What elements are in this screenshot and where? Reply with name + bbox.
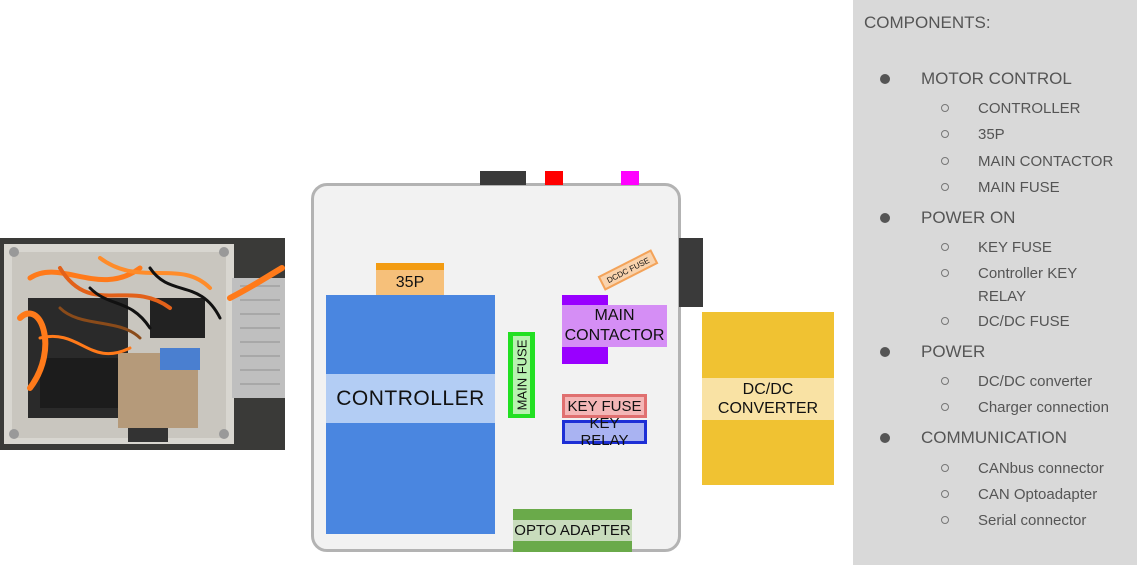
dcdc-converter-label: DC/DC CONVERTER xyxy=(702,378,834,420)
list-item: DC/DC FUSE xyxy=(978,313,1070,330)
list-item: CONTROLLER xyxy=(978,100,1081,117)
main-contactor-label-line2: CONTACTOR xyxy=(564,327,665,344)
group-power: POWER xyxy=(921,342,986,361)
group-communication: COMMUNICATION xyxy=(921,428,1068,447)
list-item: CANbus connector xyxy=(978,460,1104,477)
circle-bullet-icon xyxy=(941,377,949,385)
panel-title: COMPONENTS: xyxy=(864,13,991,32)
bullet-icon xyxy=(880,74,890,84)
list-item: 35P xyxy=(978,126,1005,143)
circle-bullet-icon xyxy=(941,130,949,138)
list-item: Charger connection xyxy=(978,399,1109,416)
circle-bullet-icon xyxy=(941,317,949,325)
main-fuse-inner: MAIN FUSE xyxy=(513,336,530,414)
dcdc-converter-label-line2: CONVERTER xyxy=(717,400,819,417)
opto-adapter-label: OPTO ADAPTER xyxy=(513,520,632,541)
group-motor-control: MOTOR CONTROL xyxy=(921,69,1072,88)
circle-bullet-icon xyxy=(941,243,949,251)
port-dark-right xyxy=(679,238,703,307)
main-fuse-label: MAIN FUSE xyxy=(514,339,529,411)
bullet-icon xyxy=(880,433,890,443)
main-contactor-block: MAIN CONTACTOR xyxy=(562,305,667,347)
key-relay-label: KEY RELAY xyxy=(562,415,647,449)
enclosure-photo xyxy=(0,238,285,450)
dcdc-converter-label-line1: DC/DC xyxy=(742,381,794,398)
port-red-top xyxy=(545,171,563,185)
main-contactor-label-line1: MAIN xyxy=(594,307,635,324)
port-magenta-top xyxy=(621,171,639,185)
controller-label: CONTROLLER xyxy=(326,374,495,423)
list-item: MAIN CONTACTOR xyxy=(978,153,1114,170)
bullet-icon xyxy=(880,213,890,223)
main-contactor-terminal-top xyxy=(562,295,608,305)
circle-bullet-icon xyxy=(941,157,949,165)
circle-bullet-icon xyxy=(941,516,949,524)
circle-bullet-icon xyxy=(941,269,949,277)
list-item: DC/DC converter xyxy=(978,373,1093,390)
circle-bullet-icon xyxy=(941,104,949,112)
connector-35p: 35P xyxy=(376,263,444,296)
connector-35p-label: 35P xyxy=(395,274,425,291)
enclosure-photo-graphic xyxy=(0,238,285,450)
list-item: Controller KEY RELAY xyxy=(978,265,1077,305)
circle-bullet-icon xyxy=(941,183,949,191)
bullet-icon xyxy=(880,347,890,357)
components-panel: COMPONENTS: MOTOR CONTROL CONTROLLER 35P… xyxy=(853,0,1137,565)
circle-bullet-icon xyxy=(941,490,949,498)
list-item: Serial connector xyxy=(978,512,1087,529)
list-item: MAIN FUSE xyxy=(978,179,1060,196)
key-fuse-label: KEY FUSE xyxy=(562,394,647,418)
port-dark-top xyxy=(480,171,526,185)
group-power-on: POWER ON xyxy=(921,208,1016,227)
circle-bullet-icon xyxy=(941,464,949,472)
main-contactor-terminal-bottom xyxy=(562,347,608,364)
circle-bullet-icon xyxy=(941,403,949,411)
list-item: CAN Optoadapter xyxy=(978,486,1098,503)
list-item: KEY FUSE xyxy=(978,239,1052,256)
